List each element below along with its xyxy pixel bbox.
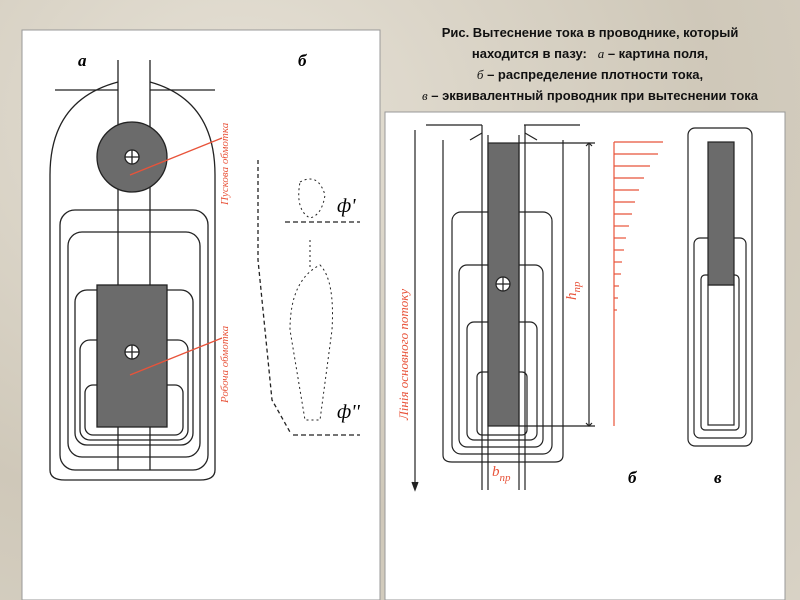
right-panel [384, 111, 786, 600]
label-a: а [78, 51, 87, 70]
label-v: в [714, 468, 722, 487]
equivalent-conductor [707, 141, 735, 286]
label-b-left: б [298, 51, 308, 70]
caption-line-4: в – эквивалентный проводник при вытеснен… [421, 88, 758, 103]
caption-line-1: Рис. Вытеснение тока в проводнике, котор… [441, 25, 739, 40]
phi-prime-label: ф' [337, 195, 356, 217]
h-label: hпр [564, 281, 583, 300]
flux-line-label: Лінія основного потоку [396, 289, 411, 421]
current-density-distribution [613, 141, 663, 426]
caption-line-3: б – распределение плотности тока, [476, 67, 704, 82]
b-label: bпр [492, 464, 511, 484]
working-winding-label: Робоча обмотка [219, 325, 231, 404]
starting-winding-label: Пускова обмотка [219, 122, 231, 206]
phi-double-prime-label: ф'' [337, 401, 360, 423]
left-panel [21, 29, 381, 600]
label-b-right: б [628, 468, 638, 487]
figure-caption: Рис. Вытеснение тока в проводнике, котор… [380, 22, 800, 106]
caption-line-2: находится в пазу: а – картина поля, [471, 46, 709, 61]
